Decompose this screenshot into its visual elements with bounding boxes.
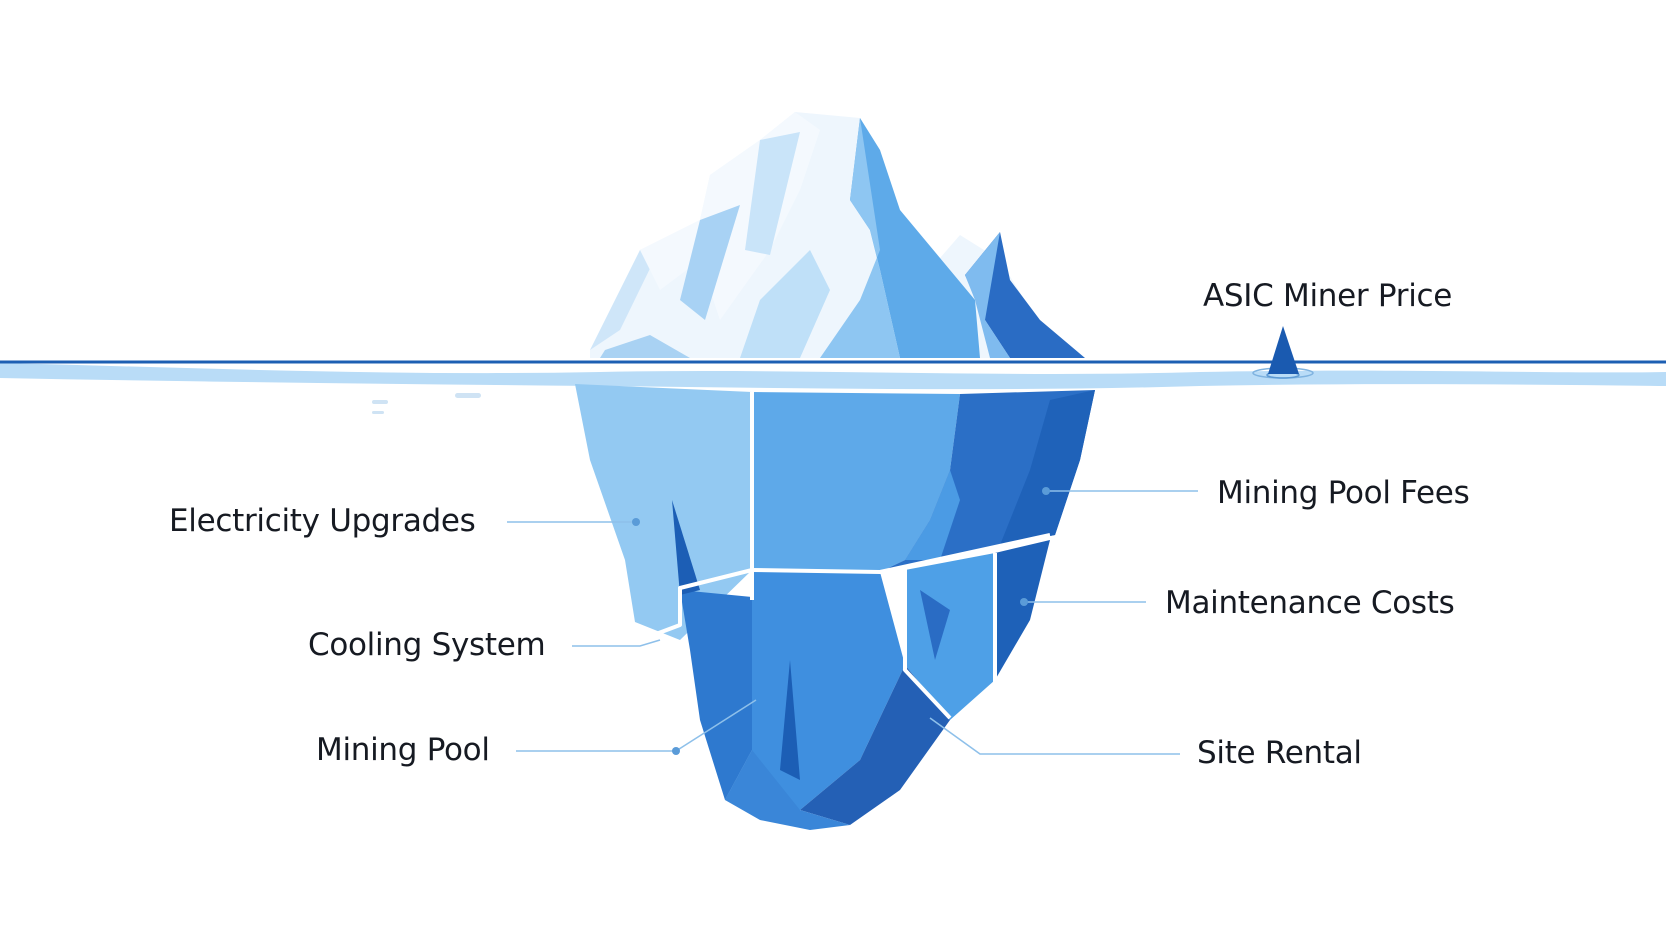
dot-electricity-upgrades bbox=[632, 518, 640, 526]
connector-site-rental bbox=[929, 717, 1180, 755]
under-mid-left bbox=[680, 590, 752, 800]
water-mark-2 bbox=[455, 393, 481, 398]
under-dark-spike-1 bbox=[672, 500, 700, 595]
label-electricity-upgrades: Electricity Upgrades bbox=[169, 503, 476, 539]
under-top-left bbox=[575, 384, 752, 640]
tip-shade-b bbox=[745, 132, 800, 255]
tip-blue-ridge bbox=[850, 118, 980, 358]
facet-line-2 bbox=[751, 533, 1051, 574]
label-maintenance-costs: Maintenance Costs bbox=[1165, 585, 1455, 621]
tip-light-peak bbox=[965, 232, 1010, 358]
iceberg-underwater bbox=[575, 384, 1095, 830]
dot-mining-pool-fees bbox=[1042, 487, 1050, 495]
tip-mid-left bbox=[740, 250, 830, 358]
tip-blue-slope bbox=[820, 118, 900, 358]
under-right-edge bbox=[1000, 390, 1095, 545]
label-mining-pool-fees: Mining Pool Fees bbox=[1217, 475, 1470, 511]
label-mining-pool: Mining Pool bbox=[316, 732, 490, 768]
water-surface bbox=[0, 326, 1666, 414]
under-bottom-center bbox=[800, 665, 950, 825]
label-cooling-system: Cooling System bbox=[308, 627, 546, 663]
water-mark-1 bbox=[372, 400, 388, 404]
facet-line-1 bbox=[639, 392, 754, 642]
facet-line-4 bbox=[903, 565, 952, 720]
under-bottom-light bbox=[725, 750, 850, 830]
under-mid-center bbox=[725, 570, 905, 810]
label-asic-miner-price: ASIC Miner Price bbox=[1203, 278, 1453, 314]
under-light-streak bbox=[905, 470, 960, 560]
tip-dark-peak bbox=[965, 232, 1085, 358]
water-mark-3 bbox=[372, 411, 384, 414]
under-right-flank bbox=[995, 540, 1050, 680]
dot-maintenance-costs bbox=[1020, 598, 1028, 606]
under-mid-right bbox=[905, 553, 995, 720]
connector-cooling-system bbox=[572, 639, 661, 647]
tip-shade-left bbox=[590, 248, 660, 350]
under-dark-spike-3 bbox=[920, 590, 950, 660]
small-ice-shard bbox=[1268, 326, 1299, 374]
tip-shade-a bbox=[680, 205, 740, 320]
dot-mining-pool bbox=[672, 747, 680, 755]
connector-dots bbox=[632, 487, 1050, 755]
tip-shade-c bbox=[600, 335, 690, 358]
water-band bbox=[0, 363, 1666, 390]
iceberg-tip bbox=[590, 112, 1085, 358]
label-site-rental: Site Rental bbox=[1197, 735, 1362, 771]
under-top-center bbox=[752, 392, 960, 572]
under-dark-spike-2 bbox=[780, 660, 800, 780]
